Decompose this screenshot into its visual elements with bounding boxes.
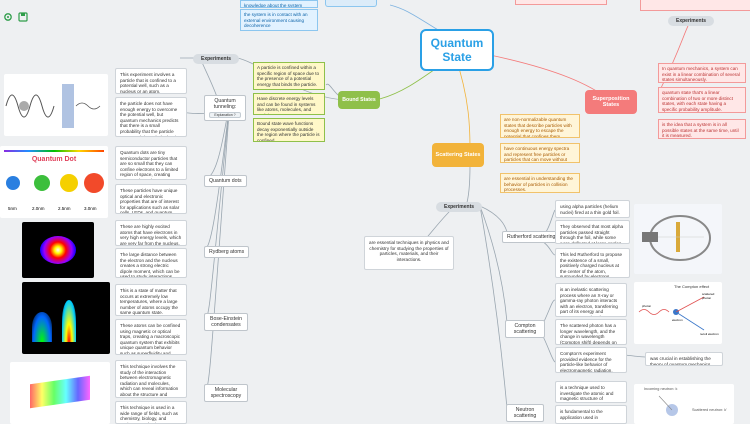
scattering-note-1: are non-normalizable quantum states that… [500, 114, 580, 138]
qdots-note-2: These particles have unique optical and … [115, 184, 187, 214]
compton-label-electron: electron [672, 318, 683, 322]
save-icon[interactable] [18, 9, 28, 22]
size-label-1: 2.0nm [32, 206, 45, 211]
scattering-note-3: are essential in understanding the behav… [500, 173, 580, 193]
scattering-desc: are essential techniques in physics and … [364, 236, 454, 270]
superposition-title: Superposition States [592, 96, 630, 108]
scattering-experiments-pill[interactable]: Experiments [436, 202, 483, 212]
size-label-2: 2.5nm [58, 206, 71, 211]
compton-label-photon: photon [642, 304, 652, 308]
rutherford-image [634, 204, 722, 274]
compton-note-1: is an inelastic scattering process where… [555, 283, 627, 317]
compton-note-3: Compton's experiment provided evidence f… [555, 347, 627, 373]
compton-image: The Compton effect photon electron scatt… [634, 282, 722, 344]
scattering-note-2: have continuous energy spectra and repre… [500, 143, 580, 163]
tunneling-label-text: Quantum tunneling: [213, 98, 237, 110]
bound-note-3: Bound state wave functions decay exponen… [253, 118, 325, 142]
size-label-0: 5nm [8, 206, 17, 211]
tunneling-label[interactable]: Quantum tunneling: Explanation ? [204, 95, 246, 121]
bound-note-2: Have discrete energy levels and can be f… [253, 93, 325, 115]
neutron-note-2: is fundamental to the application used i… [555, 405, 627, 424]
neutron-label-scattered: Scattered neutron: k' [692, 408, 727, 412]
superposition-note-1: In quantum mechanics, a system can exist… [658, 63, 746, 83]
tunneling-image [4, 74, 108, 136]
bound-states-title: Bound States [342, 97, 376, 103]
spectroscopy-note-1: This technique involves the study of the… [115, 360, 187, 398]
compton-note-2: The scattered photon has a longer wavele… [555, 319, 627, 345]
superposition-note-2: quantum state that's a linear combinatio… [658, 87, 746, 113]
tunneling-note-2: the particle does not have enough energy… [115, 97, 187, 137]
spectroscopy-note-2: This technique is used in a wide range o… [115, 401, 187, 424]
neutron-note-1: is a technique used to investigate the a… [555, 381, 627, 403]
rydberg-note-1: These are highly excited atoms that have… [115, 220, 187, 246]
superposition-note-3: is the idea that a system is in all poss… [658, 119, 746, 139]
rydberg-note-2: The large distance between the electron … [115, 248, 187, 278]
pink-fragment-2 [640, 0, 750, 11]
decoherence-topic[interactable] [325, 0, 377, 7]
spectroscopy-image [10, 362, 110, 424]
decoherence-note-2: the system is in contact with an externa… [240, 9, 318, 31]
neutron-label[interactable]: Neutron scattering [506, 404, 544, 422]
compton-label[interactable]: Compton scattering [505, 320, 545, 338]
rutherford-note-3: This led Rutherford to propose the exist… [555, 248, 630, 278]
neutron-label-incoming: Incoming neutron: k [644, 387, 678, 391]
settings-icon[interactable] [3, 9, 13, 21]
qdots-note-1: Quantum dots are tiny semiconductor part… [115, 146, 187, 180]
decoherence-note-1: knowledge about the system [240, 0, 318, 8]
center-node[interactable]: Quantum State [420, 29, 494, 71]
bec-note-2: These atoms can be confined using magnet… [115, 319, 187, 355]
scattering-topic[interactable]: Scattering States [432, 143, 484, 167]
scattering-title: Scattering States [435, 152, 481, 158]
tunneling-note-1: This experiment involves a particle that… [115, 68, 187, 94]
rutherford-label[interactable]: Rutherford scattering: [502, 231, 562, 243]
spectroscopy-label[interactable]: Molecular spectroscopy [204, 384, 248, 402]
compton-label-recoil: recoil electron [700, 332, 719, 336]
compton-note-extra: was crucial in establishing the theory o… [645, 352, 723, 366]
explanation-tag[interactable]: Explanation ? [209, 112, 241, 118]
rydberg-image [22, 222, 94, 278]
bound-states-topic[interactable]: Bound States [338, 91, 380, 109]
superposition-topic[interactable]: Superposition States [585, 90, 637, 114]
neutron-image: Incoming neutron: k Scattered neutron: k… [634, 384, 734, 424]
rutherford-note-2: They observed that most alpha particles … [555, 220, 630, 244]
rutherford-note-1: using alpha particles (helium nuclei) fi… [555, 200, 630, 218]
rydberg-label[interactable]: Rydberg atoms [204, 246, 250, 258]
center-title: Quantum State [430, 36, 484, 64]
quantum-dot-image: Quantum Dot 5nm 2.0nm 2.5nm 3.0nm [0, 146, 108, 218]
compton-image-title: The Compton effect [674, 284, 710, 289]
compton-label-scattered: scattered photon [702, 292, 715, 300]
size-label-3: 3.0nm [84, 206, 97, 211]
quantum-dots-label[interactable]: Quantum dots [204, 175, 247, 187]
superposition-experiments-pill[interactable]: Experiments [668, 16, 715, 26]
left-experiments-pill[interactable]: Experiments [193, 54, 240, 64]
quantum-dot-title: Quantum Dot [31, 156, 77, 163]
bec-image [22, 282, 110, 354]
bound-note-1: A particle is confined within a specific… [253, 62, 325, 90]
bec-note-1: This is a state of matter that occurs at… [115, 284, 187, 316]
pink-fragment [515, 0, 607, 5]
bec-label[interactable]: Bose-Einstein condensates [204, 313, 248, 331]
